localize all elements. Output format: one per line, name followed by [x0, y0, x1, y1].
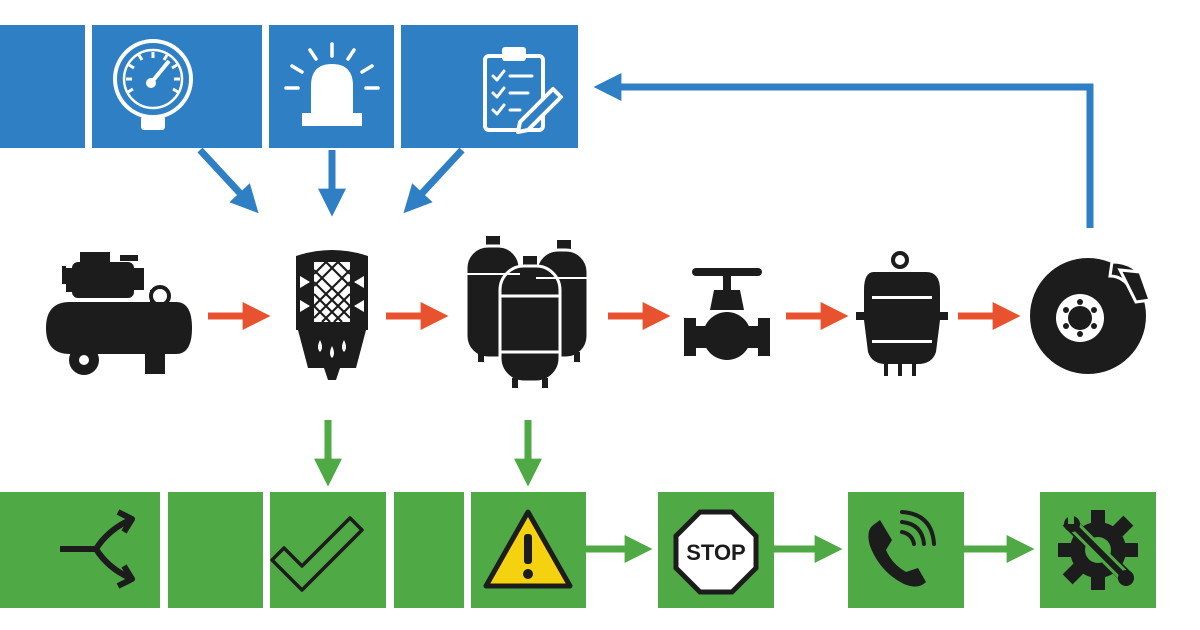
checklist-clipboard-icon: [483, 47, 563, 134]
action-feed-arrows: [314, 420, 542, 487]
stop-sign-label: STOP: [686, 540, 746, 565]
monitor-panel-checklist: [401, 25, 578, 148]
action-panel-blank-2: [394, 492, 464, 608]
branch-merge-icon: [60, 509, 135, 589]
air-tanks-icon: [464, 236, 590, 388]
monitor-panel-blank: [0, 25, 85, 148]
alarm-beacon-icon: [284, 42, 380, 126]
valve-icon: [684, 268, 770, 360]
air-compressor-icon: [46, 252, 192, 375]
gear-wrench-icon: [1058, 510, 1138, 590]
action-panel-phone: [848, 492, 964, 608]
air-system-row: [46, 236, 1153, 388]
feedback-arrow: [593, 73, 1094, 228]
phone-call-icon: [868, 510, 936, 587]
action-row: STOP: [0, 492, 1156, 608]
monitoring-row: [0, 25, 578, 148]
action-panel-blank-1: [168, 492, 263, 608]
checkmark-icon: [270, 516, 364, 592]
air-dryer-filter-icon: [296, 250, 368, 380]
disc-brake-icon: [1030, 258, 1153, 374]
pressure-gauge-icon: [113, 39, 193, 130]
monitor-feed-arrows: [197, 147, 465, 217]
warning-triangle-icon: [483, 509, 573, 589]
stop-sign-icon: STOP: [673, 509, 759, 595]
brake-chamber-icon: [856, 251, 948, 376]
monitor-panel-gauge: [92, 25, 262, 148]
